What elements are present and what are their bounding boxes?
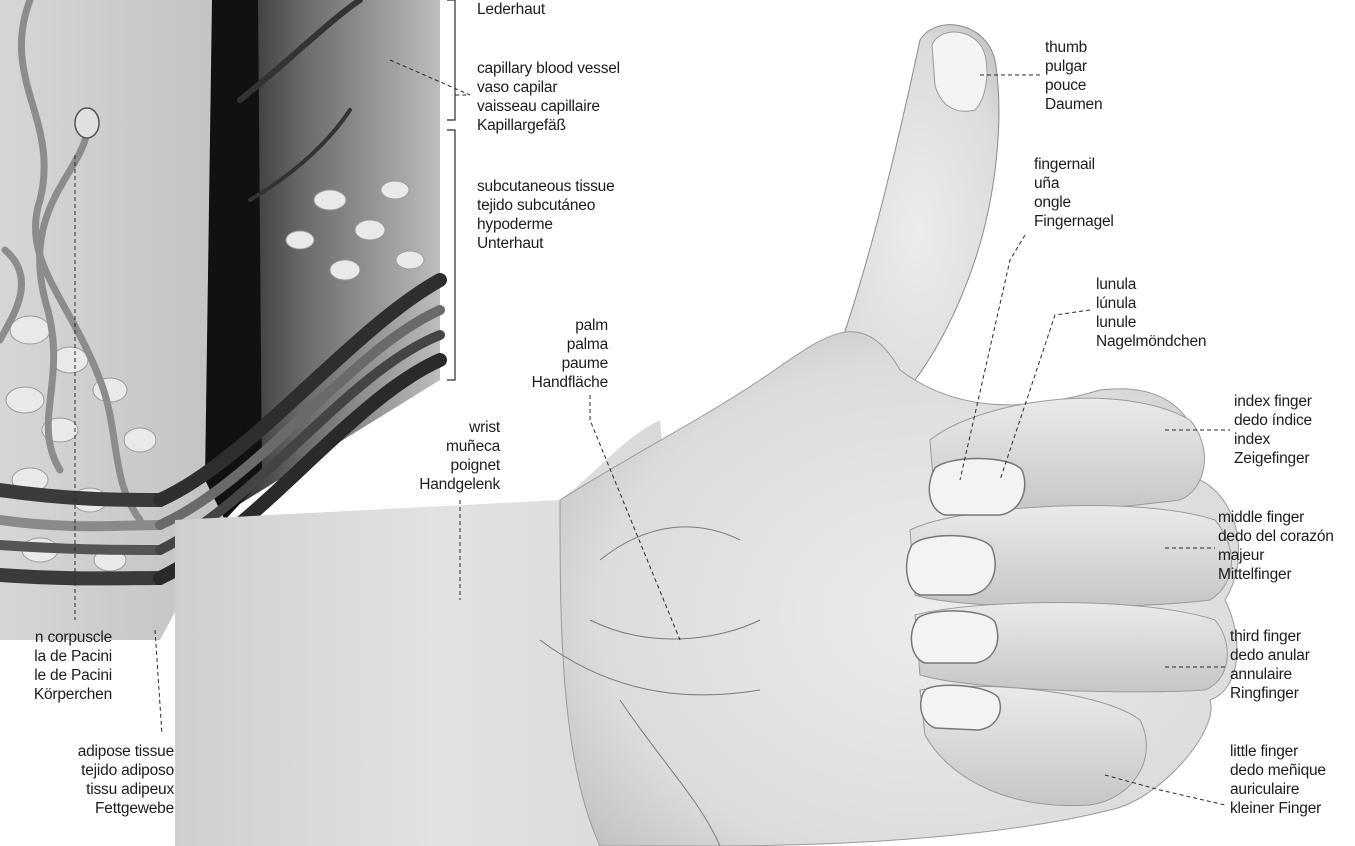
label-wrist-es: muñeca xyxy=(419,437,500,456)
label-adipose-es: tejido adiposo xyxy=(78,761,174,780)
label-third-finger: third finger dedo anular annulaire Ringf… xyxy=(1230,627,1310,703)
label-fingernail-en: fingernail xyxy=(1034,155,1114,174)
pacinian-corpuscle xyxy=(75,108,99,138)
label-fingernail: fingernail uña ongle Fingernagel xyxy=(1034,155,1114,231)
label-little-finger: little finger dedo meñique auriculaire k… xyxy=(1230,742,1326,818)
label-lunula: lunula lúnula lunule Nagelmöndchen xyxy=(1096,275,1206,351)
label-lunula-de: Nagelmöndchen xyxy=(1096,332,1206,351)
label-capillary-en: capillary blood vessel xyxy=(477,59,620,78)
label-lunula-fr: lunule xyxy=(1096,313,1206,332)
label-subcutaneous: subcutaneous tissue tejido subcutáneo hy… xyxy=(477,177,615,253)
label-middle-finger-fr: majeur xyxy=(1218,546,1334,565)
label-thumb: thumb pulgar pouce Daumen xyxy=(1045,38,1102,114)
label-adipose-en: adipose tissue xyxy=(78,742,174,761)
label-palm-es: palma xyxy=(532,335,608,354)
label-pacinian-fr: le de Pacini xyxy=(34,666,112,685)
label-palm-fr: paume xyxy=(532,354,608,373)
label-middle-finger: middle finger dedo del corazón majeur Mi… xyxy=(1218,508,1334,584)
label-index-finger: index finger dedo índice index Zeigefing… xyxy=(1234,392,1312,468)
bracket-dermis xyxy=(447,0,455,120)
label-index-finger-es: dedo índice xyxy=(1234,411,1312,430)
label-pacinian-es: la de Pacini xyxy=(34,647,112,666)
third-nail xyxy=(911,611,997,663)
label-adipose-fr: tissu adipeux xyxy=(78,780,174,799)
label-dermis-de: Lederhaut xyxy=(477,0,545,19)
label-fingernail-fr: ongle xyxy=(1034,193,1114,212)
label-palm: palm palma paume Handfläche xyxy=(532,316,608,392)
label-thumb-fr: pouce xyxy=(1045,76,1102,95)
label-little-finger-es: dedo meñique xyxy=(1230,761,1326,780)
label-third-finger-fr: annulaire xyxy=(1230,665,1310,684)
label-palm-de: Handfläche xyxy=(532,373,608,392)
label-wrist-en: wrist xyxy=(419,418,500,437)
label-lunula-es: lúnula xyxy=(1096,294,1206,313)
label-fingernail-de: Fingernagel xyxy=(1034,212,1114,231)
label-middle-finger-de: Mittelfinger xyxy=(1218,565,1334,584)
label-thumb-en: thumb xyxy=(1045,38,1102,57)
label-index-finger-fr: index xyxy=(1234,430,1312,449)
leader-adipose xyxy=(155,630,162,735)
label-little-finger-de: kleiner Finger xyxy=(1230,799,1326,818)
label-wrist-fr: poignet xyxy=(419,456,500,475)
label-pacinian: n corpuscle la de Pacini le de Pacini Kö… xyxy=(34,628,112,704)
label-subcutaneous-es: tejido subcutáneo xyxy=(477,196,615,215)
label-pacinian-en: n corpuscle xyxy=(34,628,112,647)
label-subcutaneous-en: subcutaneous tissue xyxy=(477,177,615,196)
label-adipose: adipose tissue tejido adiposo tissu adip… xyxy=(78,742,174,818)
label-adipose-de: Fettgewebe xyxy=(78,799,174,818)
label-little-finger-fr: auriculaire xyxy=(1230,780,1326,799)
brackets xyxy=(447,0,455,380)
index-nail xyxy=(929,458,1024,515)
label-thumb-de: Daumen xyxy=(1045,95,1102,114)
label-palm-en: palm xyxy=(532,316,608,335)
label-subcutaneous-de: Unterhaut xyxy=(477,234,615,253)
label-fingernail-es: uña xyxy=(1034,174,1114,193)
middle-nail xyxy=(907,536,995,595)
label-third-finger-en: third finger xyxy=(1230,627,1310,646)
label-capillary-fr: vaisseau capillaire xyxy=(477,97,620,116)
label-index-finger-de: Zeigefinger xyxy=(1234,449,1312,468)
label-middle-finger-en: middle finger xyxy=(1218,508,1334,527)
label-middle-finger-es: dedo del corazón xyxy=(1218,527,1334,546)
label-thumb-es: pulgar xyxy=(1045,57,1102,76)
label-dermis: Lederhaut xyxy=(477,0,545,19)
label-capillary-es: vaso capilar xyxy=(477,78,620,97)
label-capillary-de: Kapillargefäß xyxy=(477,116,620,135)
label-wrist-de: Handgelenk xyxy=(419,475,500,494)
label-subcutaneous-fr: hypoderme xyxy=(477,215,615,234)
label-wrist: wrist muñeca poignet Handgelenk xyxy=(419,418,500,494)
little-nail xyxy=(921,685,1001,730)
label-capillary: capillary blood vessel vaso capilar vais… xyxy=(477,59,620,135)
label-pacinian-de: Körperchen xyxy=(34,685,112,704)
bracket-subcutaneous xyxy=(447,130,455,380)
label-lunula-en: lunula xyxy=(1096,275,1206,294)
label-index-finger-en: index finger xyxy=(1234,392,1312,411)
label-third-finger-de: Ringfinger xyxy=(1230,684,1310,703)
label-third-finger-es: dedo anular xyxy=(1230,646,1310,665)
label-little-finger-en: little finger xyxy=(1230,742,1326,761)
